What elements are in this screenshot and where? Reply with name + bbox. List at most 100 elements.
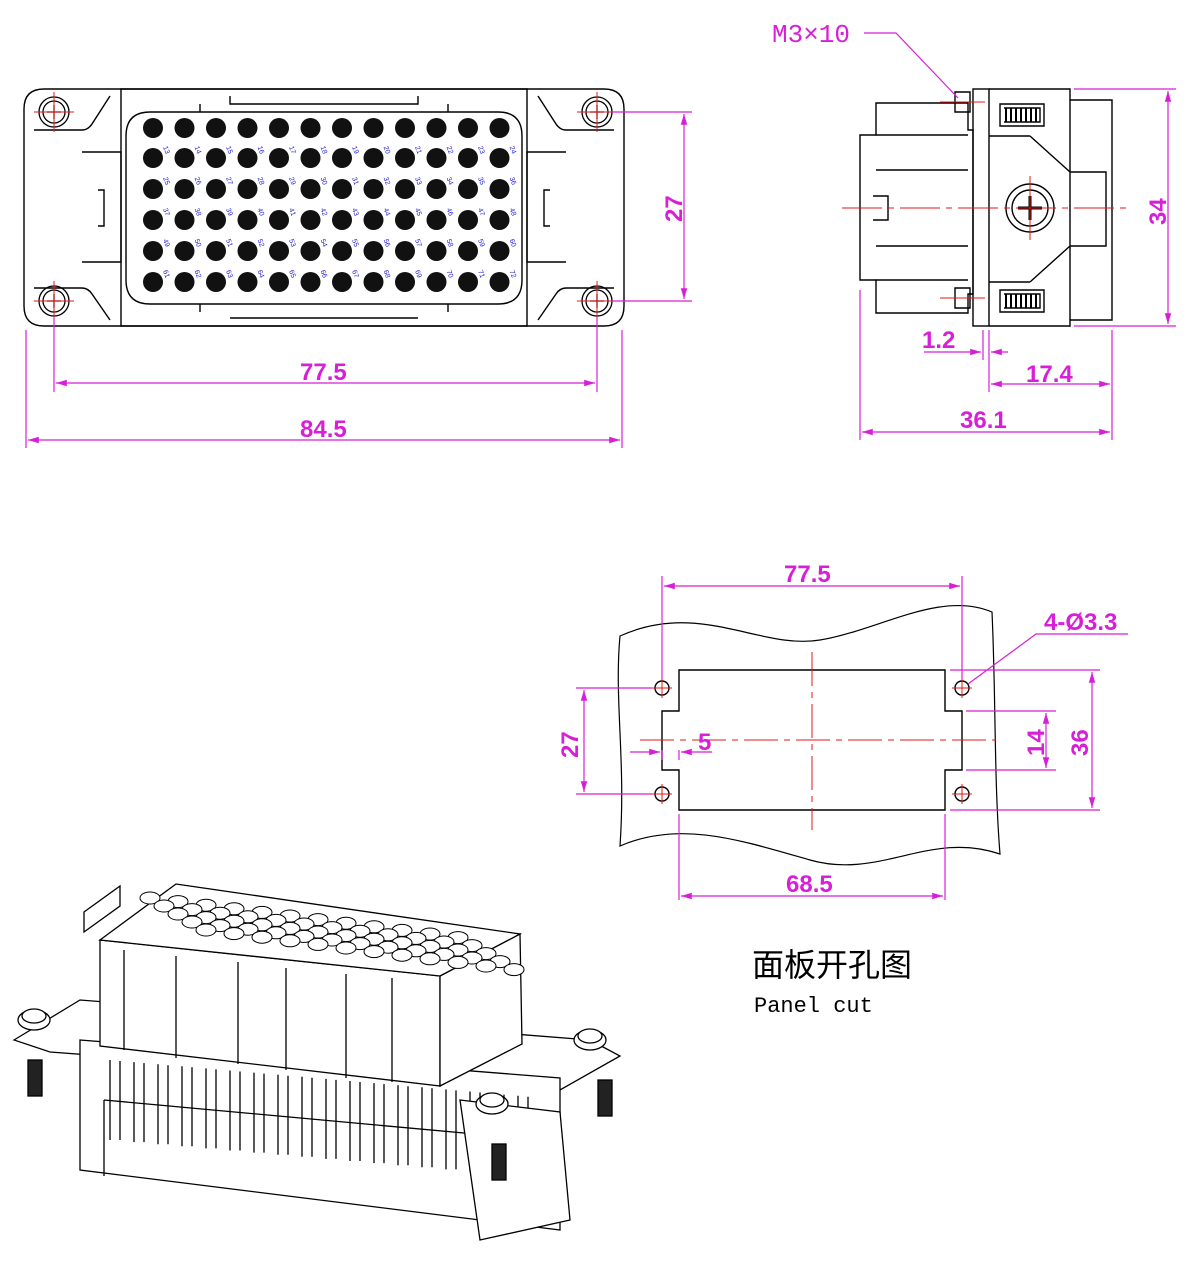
pin <box>363 118 384 138</box>
iso-pin <box>167 907 189 921</box>
pin <box>206 210 226 230</box>
pin <box>269 148 289 168</box>
pin <box>143 148 163 168</box>
pin-label: 72 <box>508 269 517 279</box>
pin-row-top <box>143 118 510 138</box>
front-screws <box>34 92 617 321</box>
iso-pin <box>447 955 469 969</box>
dim-front-27: 27 <box>661 195 688 222</box>
panel-cutout <box>661 669 963 811</box>
pin-label: 22 <box>445 145 454 155</box>
pin-label: 28 <box>256 176 265 186</box>
pin-label: 39 <box>224 207 233 217</box>
pin <box>206 272 226 292</box>
iso-rib <box>397 1085 409 1166</box>
pin <box>395 241 415 261</box>
iso-screw-right-icon <box>573 1028 613 1117</box>
iso-pin <box>181 915 203 929</box>
iso-rib <box>133 1062 145 1143</box>
dim-panel-27: 27 <box>557 731 584 758</box>
iso-rib <box>205 1068 217 1149</box>
pin-label: 45 <box>413 207 422 217</box>
dim-side-36-1: 36.1 <box>960 407 1007 434</box>
pin-label: 55 <box>350 238 359 248</box>
front-housing <box>120 88 528 327</box>
pin-label: 15 <box>224 145 233 155</box>
pin <box>332 241 352 261</box>
pin-label: 64 <box>256 269 265 279</box>
dim-panel-14: 14 <box>1023 729 1050 756</box>
iso-pin <box>195 923 217 937</box>
pin <box>489 210 510 230</box>
dim-panel-77-5: 77.5 <box>784 561 831 588</box>
pin-label: 19 <box>350 145 359 155</box>
pin <box>332 118 352 138</box>
pin-label: 53 <box>287 238 296 248</box>
pin <box>174 272 195 292</box>
front-view <box>23 88 625 327</box>
pin-label: 16 <box>256 145 265 155</box>
pin-label: 59 <box>476 238 485 248</box>
isometric-view <box>12 883 622 1241</box>
pin <box>300 118 321 138</box>
panel-dimensions <box>576 576 1128 900</box>
pin <box>363 148 384 168</box>
pin-label: 71 <box>476 269 485 279</box>
pin <box>174 241 195 261</box>
dim-panel-36: 36 <box>1067 729 1094 756</box>
pin-label: 13 <box>161 145 170 155</box>
pin-label: 65 <box>287 269 296 279</box>
pin-label: 52 <box>256 238 265 248</box>
pin-label: 29 <box>287 176 296 186</box>
pin <box>143 241 163 261</box>
iso-rib <box>253 1072 265 1153</box>
front-latch-marks <box>199 96 449 319</box>
iso-latch-right <box>459 1099 571 1241</box>
pin <box>269 272 289 292</box>
pin-label: 49 <box>161 238 170 248</box>
iso-rib <box>229 1070 241 1151</box>
iso-pin <box>139 891 161 905</box>
pin <box>395 118 415 138</box>
pin <box>426 118 447 138</box>
front-side-guides <box>98 189 550 227</box>
iso-rib <box>109 1060 121 1140</box>
pin-label: 69 <box>413 269 422 279</box>
pin <box>363 241 384 261</box>
pin-label: 50 <box>193 238 202 248</box>
pin <box>426 179 447 199</box>
iso-pin <box>475 959 497 973</box>
pin <box>458 272 478 292</box>
front-right-ear <box>537 95 614 321</box>
pin <box>426 148 447 168</box>
pin <box>363 210 384 230</box>
front-flange-outline <box>23 88 625 327</box>
iso-screw-front-icon <box>475 1092 509 1181</box>
iso-pin <box>251 930 273 944</box>
pin-label: 48 <box>508 207 517 217</box>
side-dimensions <box>859 32 1176 440</box>
side-centerline <box>842 101 1128 299</box>
pin-label: 17 <box>287 145 296 155</box>
pin <box>206 148 226 168</box>
panel-centerlines <box>640 652 996 830</box>
pin-label: 30 <box>319 176 328 186</box>
pin <box>458 241 478 261</box>
pin <box>489 148 510 168</box>
iso-pin <box>503 963 525 977</box>
pin-label: 51 <box>224 238 233 248</box>
iso-pin <box>223 927 245 941</box>
screw-centerlines <box>34 92 617 321</box>
side-thread-bottom <box>1005 294 1037 308</box>
pin-label: 60 <box>508 238 517 248</box>
dim-front-77-5: 77.5 <box>300 359 347 386</box>
pin <box>269 118 289 138</box>
pin <box>174 118 195 138</box>
pin <box>269 210 289 230</box>
iso-pin <box>153 899 175 913</box>
pin <box>269 241 289 261</box>
iso-rib <box>445 1089 457 1170</box>
pin-label: 67 <box>350 269 359 279</box>
pin <box>143 118 163 138</box>
pin-label: 36 <box>508 176 517 186</box>
